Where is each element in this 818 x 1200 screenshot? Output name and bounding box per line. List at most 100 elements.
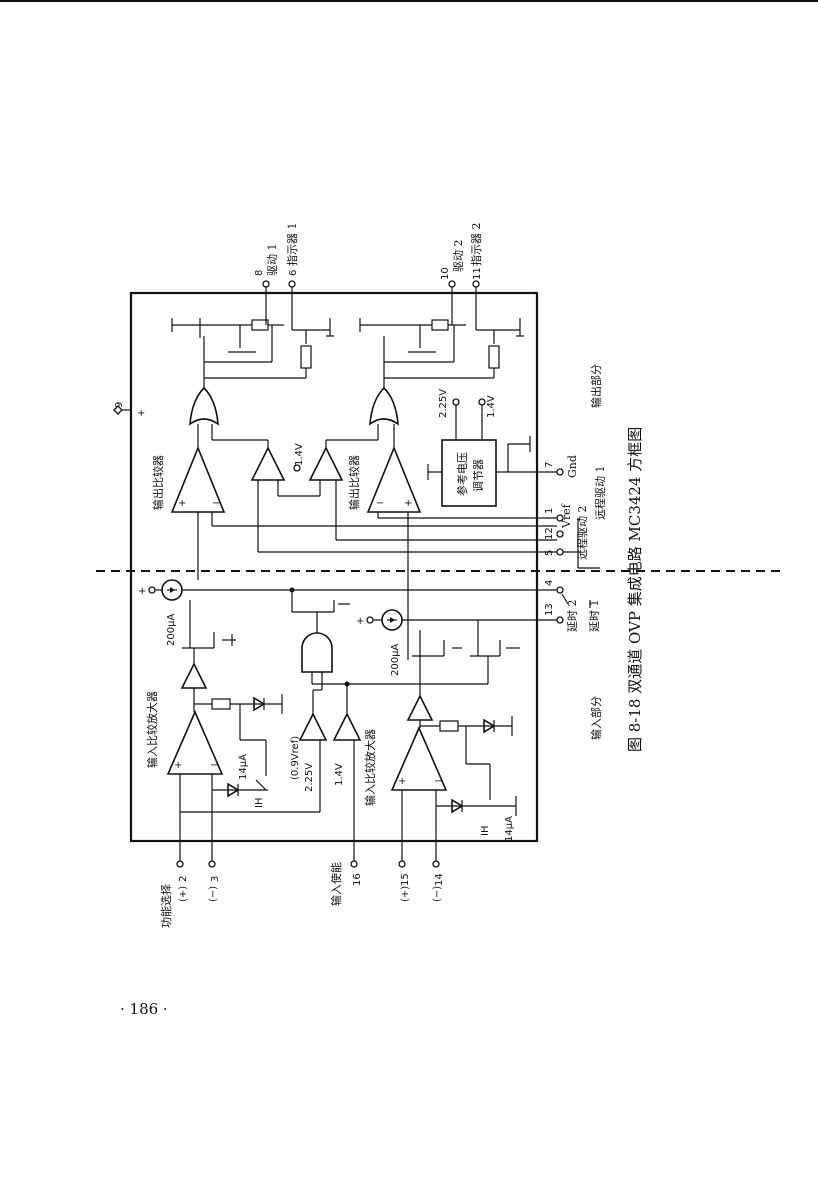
input-part-label: 输入部分	[589, 696, 603, 740]
output-comparator-1-plus: +	[178, 498, 186, 509]
output-comparator-2-plus: +	[404, 498, 412, 509]
indicator1-label: 指示器 1	[285, 223, 299, 267]
input-comparator-1-minus: −	[210, 760, 218, 771]
plus-pin-source1	[148, 586, 156, 594]
remote-drive2-label: 远程驱动 2	[576, 506, 589, 561]
output-part-label: 输出部分	[589, 364, 603, 408]
pin-2	[176, 860, 184, 868]
current-14ua-label-2: 14μA	[504, 816, 515, 842]
regulator-label-2: 调节器	[472, 459, 485, 492]
remote-drive1-label: 远程驱动 1	[594, 466, 607, 521]
small-comparator-a	[250, 446, 286, 481]
plus-paren-label-1: (+)	[178, 886, 189, 902]
chip-outline	[129, 291, 539, 843]
current-200ua-label-2: 200μA	[390, 644, 401, 676]
drive2-label: 驱动 2	[452, 240, 465, 273]
pin-15	[398, 860, 406, 868]
input-comparator-1-label: 输入比较放大器	[145, 691, 159, 768]
v09ref-label: (0.9Vref)	[290, 736, 301, 780]
pin-4-label: 4	[544, 580, 555, 586]
pin-11-label: 11	[472, 267, 483, 280]
pin-16-label: 16	[352, 873, 363, 886]
plus-paren-label-2: (+)	[400, 886, 411, 902]
input-comparator-1	[166, 709, 224, 775]
v14-pin-mid	[293, 464, 301, 472]
pin-7-label: 7	[544, 462, 555, 468]
pin-13-label: 13	[544, 603, 555, 616]
input-comparator-2-plus: +	[398, 776, 406, 787]
minus-paren-label-1: (−)	[208, 886, 219, 902]
function-select-label: 功能选择	[159, 884, 173, 928]
v14-pin-ref	[478, 398, 486, 406]
output-comparator-1-minus: −	[212, 498, 220, 509]
pin-6-label: 6	[288, 270, 299, 276]
regulator-label-1: 参考电压	[455, 452, 469, 496]
figure-caption: 图 8-18 双通道 OVP 集成电路 MC3424 方框图	[626, 427, 644, 752]
pin-12-label: 12	[544, 527, 555, 540]
plus-pin-source2	[366, 616, 374, 624]
pin-9-marker	[113, 405, 123, 415]
input-enable-label: 输入使能	[329, 862, 343, 906]
pin-10	[448, 280, 456, 288]
pin-8	[262, 280, 270, 288]
input-comparator-2	[390, 725, 448, 791]
v14-label-mid: 1.4V	[294, 443, 305, 466]
pin-6	[288, 280, 296, 288]
page-number: · 186 ·	[120, 1000, 168, 1018]
vref-label: Vref	[560, 503, 573, 529]
enable-comparator	[332, 712, 362, 741]
pin-14	[432, 860, 440, 868]
output-comparator-2-label: 输出比较器	[347, 455, 361, 510]
output-comparator-2-minus: −	[376, 498, 384, 509]
vref-comparator	[298, 712, 328, 741]
minus-paren-label-2: (−)	[432, 886, 443, 902]
v225-label-in: 2.25V	[304, 763, 315, 792]
pin-16	[350, 860, 358, 868]
reference-regulator	[441, 439, 497, 507]
page-top-rule	[0, 0, 818, 2]
pin-9-label: 9	[114, 402, 125, 408]
output-comparator-2	[366, 445, 422, 513]
plus-label-source2: +	[356, 616, 364, 627]
plus-label-source1: +	[138, 586, 146, 597]
drive1-label: 驱动 1	[266, 244, 279, 277]
current-14ua-label-1: 14μA	[238, 754, 249, 780]
v225-pin-ref	[452, 398, 460, 406]
pin-11	[472, 280, 480, 288]
pin-1-label: 1	[544, 508, 555, 514]
output-comparator-1-label: 输出比较器	[151, 455, 165, 510]
pin-15-label: 15	[400, 873, 411, 886]
delay2-label: 延时 2	[566, 600, 579, 633]
pin-4	[556, 586, 564, 594]
pin-2-label: 2	[178, 876, 189, 882]
gnd-label: Gnd	[566, 455, 579, 478]
or-gate-2	[369, 386, 399, 426]
pin-3-label: 3	[210, 876, 221, 882]
pin-3	[208, 860, 216, 868]
v225-label-ref: 2.25V	[438, 389, 449, 418]
pin-14-label: 14	[434, 873, 445, 886]
pin-13	[556, 616, 564, 624]
indicator2-label: 指示器 2	[469, 223, 483, 267]
small-comparator-b	[308, 446, 344, 481]
current-200ua-label-1: 200μA	[166, 614, 177, 646]
pin-5	[556, 548, 564, 556]
pin-12	[556, 530, 564, 538]
ih-label-1: IH	[254, 798, 265, 808]
or-gate-1	[189, 386, 219, 426]
pin-7	[556, 468, 564, 476]
buffer-1	[180, 662, 208, 689]
delay1-label: 延时 1	[588, 600, 601, 633]
pin-9-plus: +	[137, 408, 145, 419]
input-comparator-2-label: 输入比较放大器	[363, 729, 377, 806]
input-comparator-2-minus: −	[434, 776, 442, 787]
v14-label-in: 1.4V	[334, 763, 345, 786]
buffer-2	[406, 694, 434, 721]
and-gate	[301, 632, 333, 673]
v14-label-ref: 1.4V	[486, 395, 497, 418]
pin-8-label: 8	[254, 270, 265, 276]
ih-label-2: IH	[480, 826, 491, 836]
pin-5-label: 5	[544, 550, 555, 556]
input-comparator-1-plus: +	[174, 760, 182, 771]
